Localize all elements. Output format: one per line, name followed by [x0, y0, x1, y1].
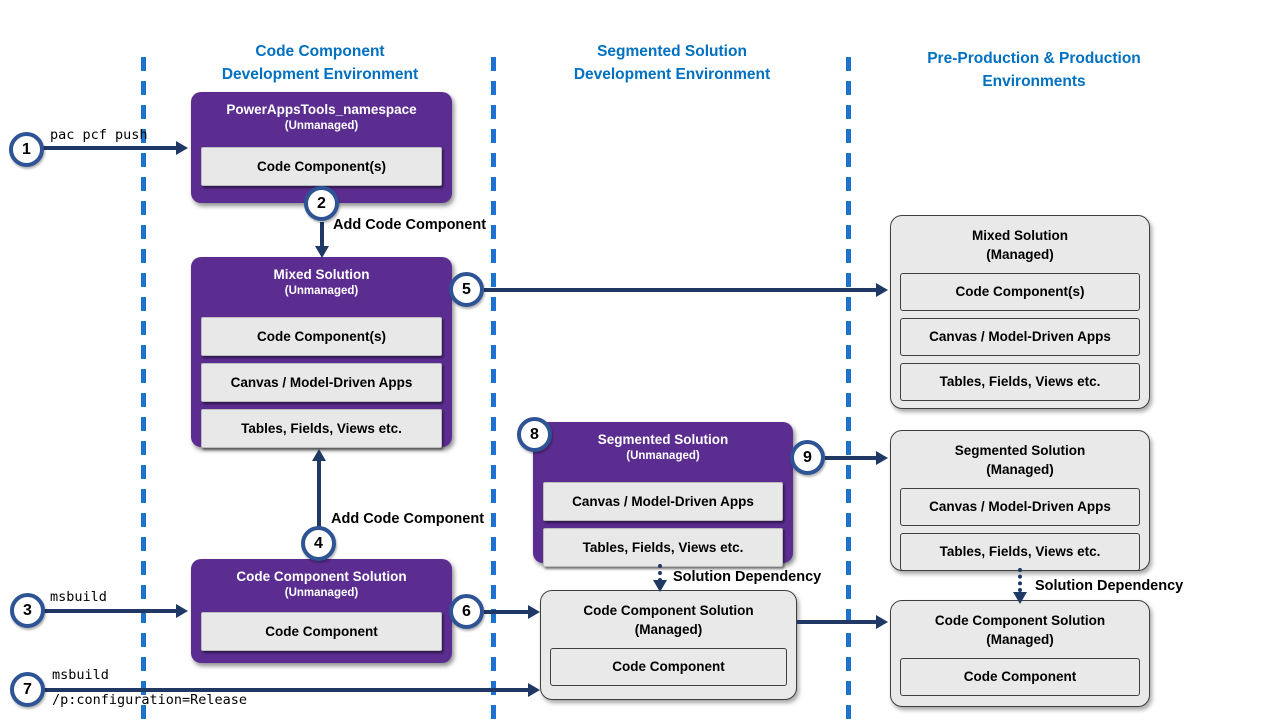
arrow-msbuild — [42, 609, 180, 613]
box-item: Code Component — [550, 648, 787, 686]
code-component-solution-managed-mid-box: Code Component Solution (Managed) Code C… — [540, 590, 797, 700]
arrowhead-down-icon — [315, 246, 329, 258]
step-circle-1: 1 — [9, 132, 44, 167]
box-item: Canvas / Model-Driven Apps — [201, 363, 442, 402]
step-circle-2: 2 — [304, 186, 339, 221]
box-subtitle: (Unmanaged) — [284, 587, 359, 599]
box-header: Mixed Solution (Unmanaged) — [201, 257, 442, 310]
box-item: Tables, Fields, Views etc. — [900, 533, 1140, 571]
box-title: Code Component Solution — [583, 603, 754, 618]
box-title: Segmented Solution — [954, 443, 1086, 458]
box-header: Mixed Solution (Managed) — [900, 216, 1140, 266]
box-subtitle: (Managed) — [986, 632, 1054, 647]
code-component-solution-unmanaged-box: Code Component Solution (Unmanaged) Code… — [191, 559, 452, 663]
box-title: Mixed Solution — [972, 228, 1068, 243]
box-title: Mixed Solution — [273, 267, 370, 282]
label-msbuild-release-line1: msbuild — [52, 667, 109, 683]
code-component-solution-managed-right-box: Code Component Solution (Managed) Code C… — [890, 600, 1150, 707]
box-subtitle: (Unmanaged) — [284, 120, 359, 132]
step-circle-8: 8 — [517, 417, 552, 452]
segmented-solution-unmanaged-box: Segmented Solution (Unmanaged) Canvas / … — [533, 422, 793, 567]
box-header: Code Component Solution (Managed) — [550, 591, 787, 641]
label-msbuild: msbuild — [50, 589, 107, 605]
box-item: Canvas / Model-Driven Apps — [543, 482, 783, 521]
box-header: PowerAppsTools_namespace (Unmanaged) — [201, 92, 442, 145]
powerappstools-namespace-box: PowerAppsTools_namespace (Unmanaged) Cod… — [191, 92, 452, 203]
arrowhead-down-icon — [1013, 592, 1027, 604]
mixed-solution-unmanaged-box: Mixed Solution (Unmanaged) Code Componen… — [191, 257, 452, 448]
step-circle-7: 7 — [10, 672, 45, 707]
box-item: Tables, Fields, Views etc. — [900, 363, 1140, 401]
arrowhead-up-icon — [312, 449, 326, 461]
box-subtitle: (Managed) — [986, 247, 1054, 262]
box-subtitle: (Unmanaged) — [284, 285, 359, 297]
arrowhead-right-icon — [528, 683, 540, 697]
box-header: Segmented Solution (Unmanaged) — [543, 422, 783, 475]
step-circle-6: 6 — [449, 594, 484, 629]
box-subtitle: (Managed) — [986, 462, 1054, 477]
box-title: Code Component Solution — [236, 569, 407, 584]
arrow-export-code-component-solution — [484, 610, 530, 614]
arrowhead-right-icon — [876, 451, 888, 465]
column-header-code-component-dev: Code Component Development Environment — [150, 40, 490, 86]
column-header-segmented-dev: Segmented Solution Development Environme… — [502, 40, 842, 86]
arrow-add-code-component-up — [317, 461, 321, 527]
arrow-export-mixed-solution — [484, 288, 878, 292]
box-item: Code Component(s) — [201, 147, 442, 186]
box-item: Code Component — [201, 612, 442, 651]
step-circle-4: 4 — [301, 526, 336, 561]
box-header: Code Component Solution (Managed) — [900, 601, 1140, 651]
label-add-code-component-bottom: Add Code Component — [331, 511, 485, 527]
arrowhead-right-icon — [176, 141, 188, 155]
arrowhead-right-icon — [876, 615, 888, 629]
box-header: Code Component Solution (Unmanaged) — [201, 559, 442, 610]
label-add-code-component-top: Add Code Component — [333, 217, 487, 233]
box-header: Segmented Solution (Managed) — [900, 431, 1140, 481]
step-circle-9: 9 — [790, 440, 825, 475]
arrowhead-right-icon — [876, 283, 888, 297]
step-circle-5: 5 — [449, 272, 484, 307]
box-item: Code Component — [900, 658, 1140, 696]
mixed-solution-managed-box: Mixed Solution (Managed) Code Component(… — [890, 215, 1150, 409]
box-item: Canvas / Model-Driven Apps — [900, 318, 1140, 356]
arrowhead-down-icon — [653, 580, 667, 592]
arrow-pac-pcf-push — [42, 146, 180, 150]
box-title: PowerAppsTools_namespace — [226, 102, 417, 117]
column-header-line: Development Environment — [573, 66, 771, 83]
column-separator-line — [491, 57, 496, 720]
dotted-arrow-solution-dependency-right — [1018, 568, 1022, 592]
label-solution-dependency-mid: Solution Dependency — [673, 569, 822, 585]
box-item: Code Component(s) — [201, 317, 442, 356]
column-header-line: Pre-Production & Production — [927, 50, 1141, 67]
box-subtitle: (Unmanaged) — [626, 450, 700, 462]
column-header-line: Code Component — [255, 43, 385, 60]
dotted-arrow-solution-dependency-mid — [658, 564, 662, 582]
box-item: Tables, Fields, Views etc. — [201, 409, 442, 448]
label-solution-dependency-right: Solution Dependency — [1035, 578, 1184, 594]
arrow-deploy-code-component-solution — [797, 620, 878, 624]
box-item: Code Component(s) — [900, 273, 1140, 311]
box-title: Segmented Solution — [597, 432, 729, 447]
arrow-add-code-component-down — [320, 222, 324, 248]
arrow-export-segmented-solution — [825, 456, 878, 460]
step-circle-3: 3 — [10, 593, 45, 628]
label-msbuild-release-line2: /p:configuration=Release — [52, 692, 248, 708]
column-separator-line — [141, 57, 146, 720]
box-item: Canvas / Model-Driven Apps — [900, 488, 1140, 526]
arrowhead-right-icon — [176, 604, 188, 618]
label-pac-pcf-push: pac pcf push — [50, 127, 148, 143]
box-subtitle: (Managed) — [634, 622, 703, 637]
column-header-line: Environments — [982, 73, 1086, 90]
box-item: Tables, Fields, Views etc. — [543, 528, 783, 567]
column-header-line: Segmented Solution — [597, 43, 747, 60]
arrowhead-right-icon — [528, 605, 540, 619]
box-title: Code Component Solution — [934, 613, 1106, 628]
arrow-msbuild-release — [42, 688, 530, 692]
column-header-preprod-prod: Pre-Production & Production Environments — [864, 47, 1204, 93]
column-separator-line — [846, 57, 851, 720]
segmented-solution-managed-box: Segmented Solution (Managed) Canvas / Mo… — [890, 430, 1150, 571]
column-header-line: Development Environment — [221, 66, 419, 83]
